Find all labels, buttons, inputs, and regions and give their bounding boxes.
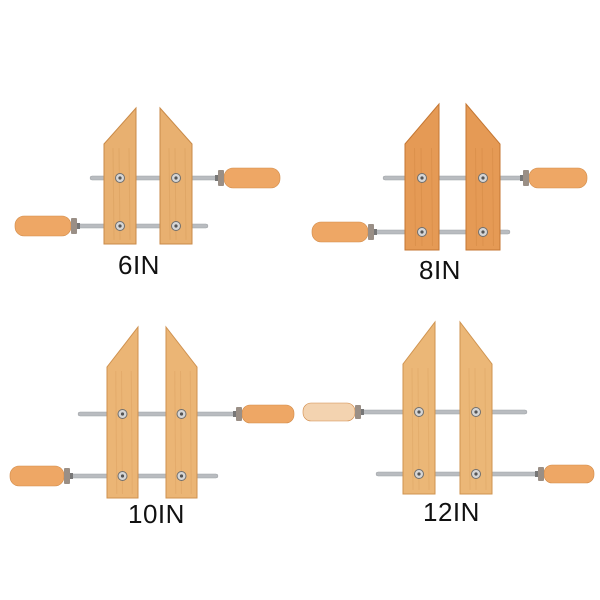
wood-grain [414,147,416,247]
spindle-rod [77,411,241,417]
ferrule [368,224,374,240]
clamp-10in [9,325,295,499]
screw-center [481,230,485,234]
ferrule [355,405,361,419]
handle [543,464,595,484]
wood-grain [130,370,133,495]
ferrule-collar [361,409,364,415]
screw-center [417,472,421,476]
wood-grain [112,147,115,241]
clamp-8in [311,102,588,251]
screw-center [179,474,184,478]
label-12in: 12IN [423,497,480,527]
screw-center [120,412,125,416]
screw-center [420,230,424,234]
ferrule [71,218,77,234]
handle [241,404,295,424]
screw-center [118,224,122,228]
screw-center [118,176,122,180]
ferrule [538,467,544,481]
wood-grain [174,370,177,495]
handle [528,167,588,189]
ferrule-collar [70,473,73,479]
ferrule-collar [77,223,80,229]
handle [311,221,369,243]
ferrule-collar [233,411,236,417]
screw-center [474,472,478,476]
clamp-12in [302,320,595,495]
screw-center [417,410,421,414]
handle [223,167,281,189]
wood-grain [128,147,131,241]
wood-grain [475,147,477,247]
ferrule [64,468,70,484]
wood-grain [431,147,433,247]
ferrule-collar [535,471,538,477]
wood-grain [468,367,471,491]
screw-center [481,176,485,180]
ferrule-collar [520,175,523,181]
screw-center [174,224,178,228]
wood-grain [427,367,430,491]
handle [302,402,356,422]
label-6in: 6IN [118,250,160,280]
screw-center [179,412,184,416]
screw-center [474,410,478,414]
screw-center [174,176,178,180]
wood-grain [484,367,487,491]
wood-grain [184,147,187,241]
wood-grain [492,147,494,247]
wood-grain [168,147,171,241]
clamp-6in [14,106,281,245]
wood-grain [189,370,192,495]
handle [9,465,65,487]
wood-grain [115,370,118,495]
label-10in: 10IN [128,499,185,529]
ferrule [218,170,224,186]
handle [14,215,72,237]
wood-grain [411,367,414,491]
screw-center [120,474,125,478]
screw-center [420,176,424,180]
ferrule [236,407,242,421]
spindle-rod [355,409,528,415]
ferrule-collar [215,175,218,181]
label-8in: 8IN [419,255,461,285]
ferrule [523,170,529,186]
spindle-rod [375,471,543,477]
ferrule-collar [374,229,377,235]
